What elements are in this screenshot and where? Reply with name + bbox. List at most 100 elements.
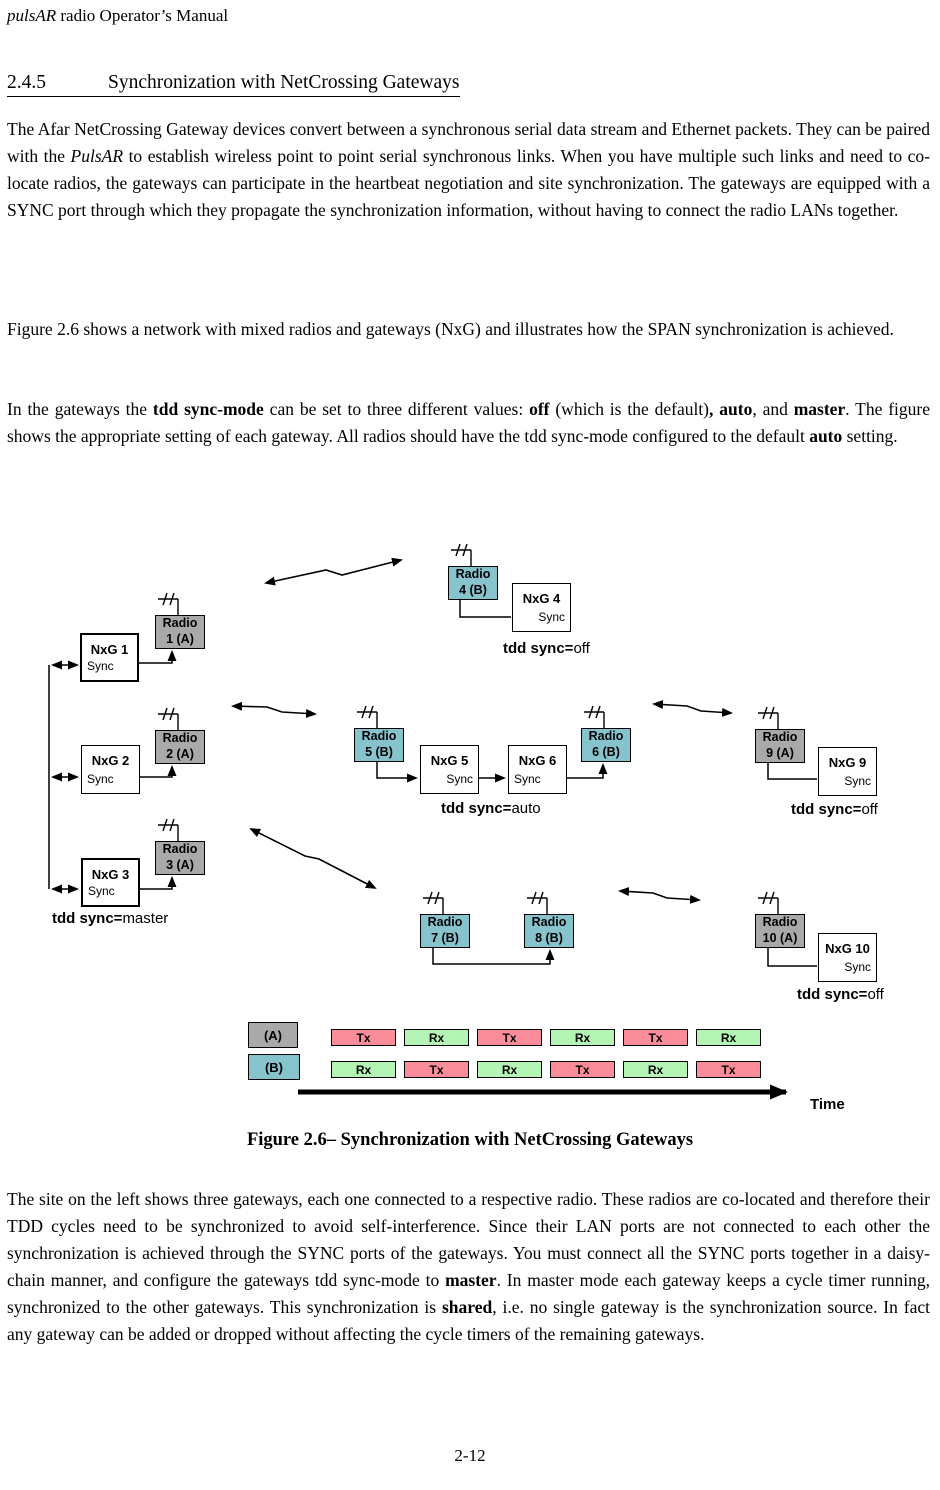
gateway-name: NxG 10 [825, 941, 870, 956]
radio-link-arrow [231, 701, 317, 718]
gateway-box-nxg3: NxG 3 Sync [81, 858, 140, 907]
antenna-icon [451, 543, 472, 566]
text-run: , [709, 399, 714, 419]
sync-port-label: Sync [87, 772, 114, 786]
connector-radio5-nxg5 [376, 762, 418, 783]
sync-port-label: Sync [538, 610, 565, 624]
timing-cell-b5: Rx [623, 1061, 688, 1078]
radio-box-8: Radio 8 (B) [524, 914, 574, 948]
radio-box-7: Radio 7 (B) [420, 914, 470, 948]
sync-port-label: Sync [88, 884, 115, 898]
gateway-box-nxg1: NxG 1 Sync [80, 633, 139, 682]
tdd-sync-label-nxg9: tdd sync=off [791, 801, 878, 818]
gateway-box-nxg6: NxG 6 Sync [508, 745, 567, 794]
text-run: Figure 2.6 shows a network with mixed ra… [7, 319, 894, 339]
text-run: (which is the default) [549, 399, 710, 419]
radio-box-10: Radio 10 (A) [755, 914, 805, 948]
paragraph-sync-mode: In the gateways the tdd sync-mode can be… [7, 396, 930, 450]
antenna-icon [758, 706, 779, 729]
connector-nxg1-radio1 [139, 650, 177, 664]
paragraph-figure-ref: Figure 2.6 shows a network with mixed ra… [7, 316, 930, 343]
text-run: radio Operator’s Manual [56, 6, 229, 25]
tdd-sync-value: master [122, 910, 169, 927]
tdd-sync-prefix: tdd sync= [441, 800, 512, 817]
radio-box-5: Radio 5 (B) [354, 728, 404, 762]
antenna-icon [158, 707, 179, 730]
timing-cell-a2: Rx [404, 1029, 469, 1046]
connector-radio4-nxg4 [459, 600, 511, 618]
radio-box-6: Radio 6 (B) [581, 728, 631, 762]
connector-radio9-nxg9 [767, 763, 817, 780]
radio-link-arrow [264, 557, 403, 586]
text-run: , i.e. no single gateway is the synchron… [7, 1297, 930, 1344]
tdd-sync-label-nxg4: tdd sync=off [503, 640, 590, 657]
tdd-sync-value: off [573, 640, 590, 657]
timing-cell-b6: Tx [696, 1061, 761, 1078]
radio-link-arrows [231, 557, 733, 904]
text-run: master [445, 1270, 497, 1290]
section-heading: 2.4.5 Synchronization with NetCrossing Ga… [7, 72, 460, 97]
sync-port-label: Sync [514, 772, 541, 786]
sync-connectors [48, 600, 817, 967]
sync-port-label: Sync [844, 960, 871, 974]
radio-link-arrow [249, 828, 377, 889]
antenna-icon [758, 891, 779, 914]
radio-link-arrow [618, 887, 701, 904]
gateway-box-nxg5: NxG 5 Sync [420, 745, 479, 794]
time-axis-label: Time [810, 1096, 845, 1113]
text-run: . The figure shows the appropriate setti… [7, 399, 931, 446]
connector-nxg2-radio2 [140, 765, 177, 778]
text-run: can be set to three different values: [263, 399, 530, 419]
tdd-sync-prefix: tdd sync= [503, 640, 574, 657]
timing-cell-b1: Rx [331, 1061, 396, 1078]
timing-cell-a1: Tx [331, 1029, 396, 1046]
timing-cell-a6: Rx [696, 1029, 761, 1046]
antenna-icons [158, 543, 779, 914]
gateway-name: NxG 3 [91, 867, 130, 882]
radio-link-arrow [652, 700, 733, 717]
tdd-sync-prefix: tdd sync= [791, 801, 862, 818]
gateway-name: NxG 2 [91, 753, 130, 768]
text-run: , and [752, 399, 794, 419]
timing-cell-b2: Tx [404, 1061, 469, 1078]
gateway-name: NxG 4 [522, 591, 561, 606]
antenna-icon [527, 891, 548, 914]
connector-radio7-radio8 [432, 948, 555, 965]
section-title: Synchronization with NetCrossing Gateway… [108, 72, 460, 93]
gateway-box-nxg2: NxG 2 Sync [81, 745, 140, 794]
radio-box-4: Radio 4 (B) [448, 566, 498, 600]
connector-nxg3-radio3 [140, 876, 177, 890]
tdd-sync-prefix: tdd sync= [797, 986, 868, 1003]
text-run: setting. [842, 426, 898, 446]
page-header: pulsAR radio Operator’s Manual [7, 6, 228, 26]
antenna-icon [158, 818, 179, 841]
tdd-sync-label-master: tdd sync=master [52, 910, 168, 927]
gateway-box-nxg9: NxG 9 Sync [818, 747, 877, 796]
tdd-sync-label-nxg10: tdd sync=off [797, 986, 884, 1003]
timing-cell-a5: Tx [623, 1029, 688, 1046]
text-run: to establish wireless point to point ser… [7, 146, 930, 220]
gateway-name: NxG 6 [518, 753, 557, 768]
timing-cell-a3: Tx [477, 1029, 542, 1046]
radio-box-2: Radio 2 (A) [155, 730, 205, 764]
text-run: The Afar NetCrossing Gateway devices con… [7, 119, 930, 166]
tdd-sync-prefix: tdd sync= [52, 910, 123, 927]
gateway-name: NxG 1 [90, 642, 129, 657]
text-run: master [793, 399, 846, 419]
text-run: off [529, 399, 550, 419]
text-run: PulsAR [70, 146, 124, 166]
section-number: 2.4.5 [7, 72, 46, 93]
tdd-sync-label-nxg5-6: tdd sync=auto [441, 800, 541, 817]
antenna-icon [158, 592, 179, 615]
paragraph-master-mode: The site on the left shows three gateway… [7, 1186, 930, 1348]
sync-port-label: Sync [446, 772, 473, 786]
text-run: pulsAR [7, 6, 57, 25]
antenna-icon [423, 891, 444, 914]
text-run: shared [441, 1297, 493, 1317]
radio-box-1: Radio 1 (A) [155, 615, 205, 649]
timing-cell-b3: Rx [477, 1061, 542, 1078]
figure-caption: Figure 2.6– Synchronization with NetCros… [246, 1130, 694, 1150]
